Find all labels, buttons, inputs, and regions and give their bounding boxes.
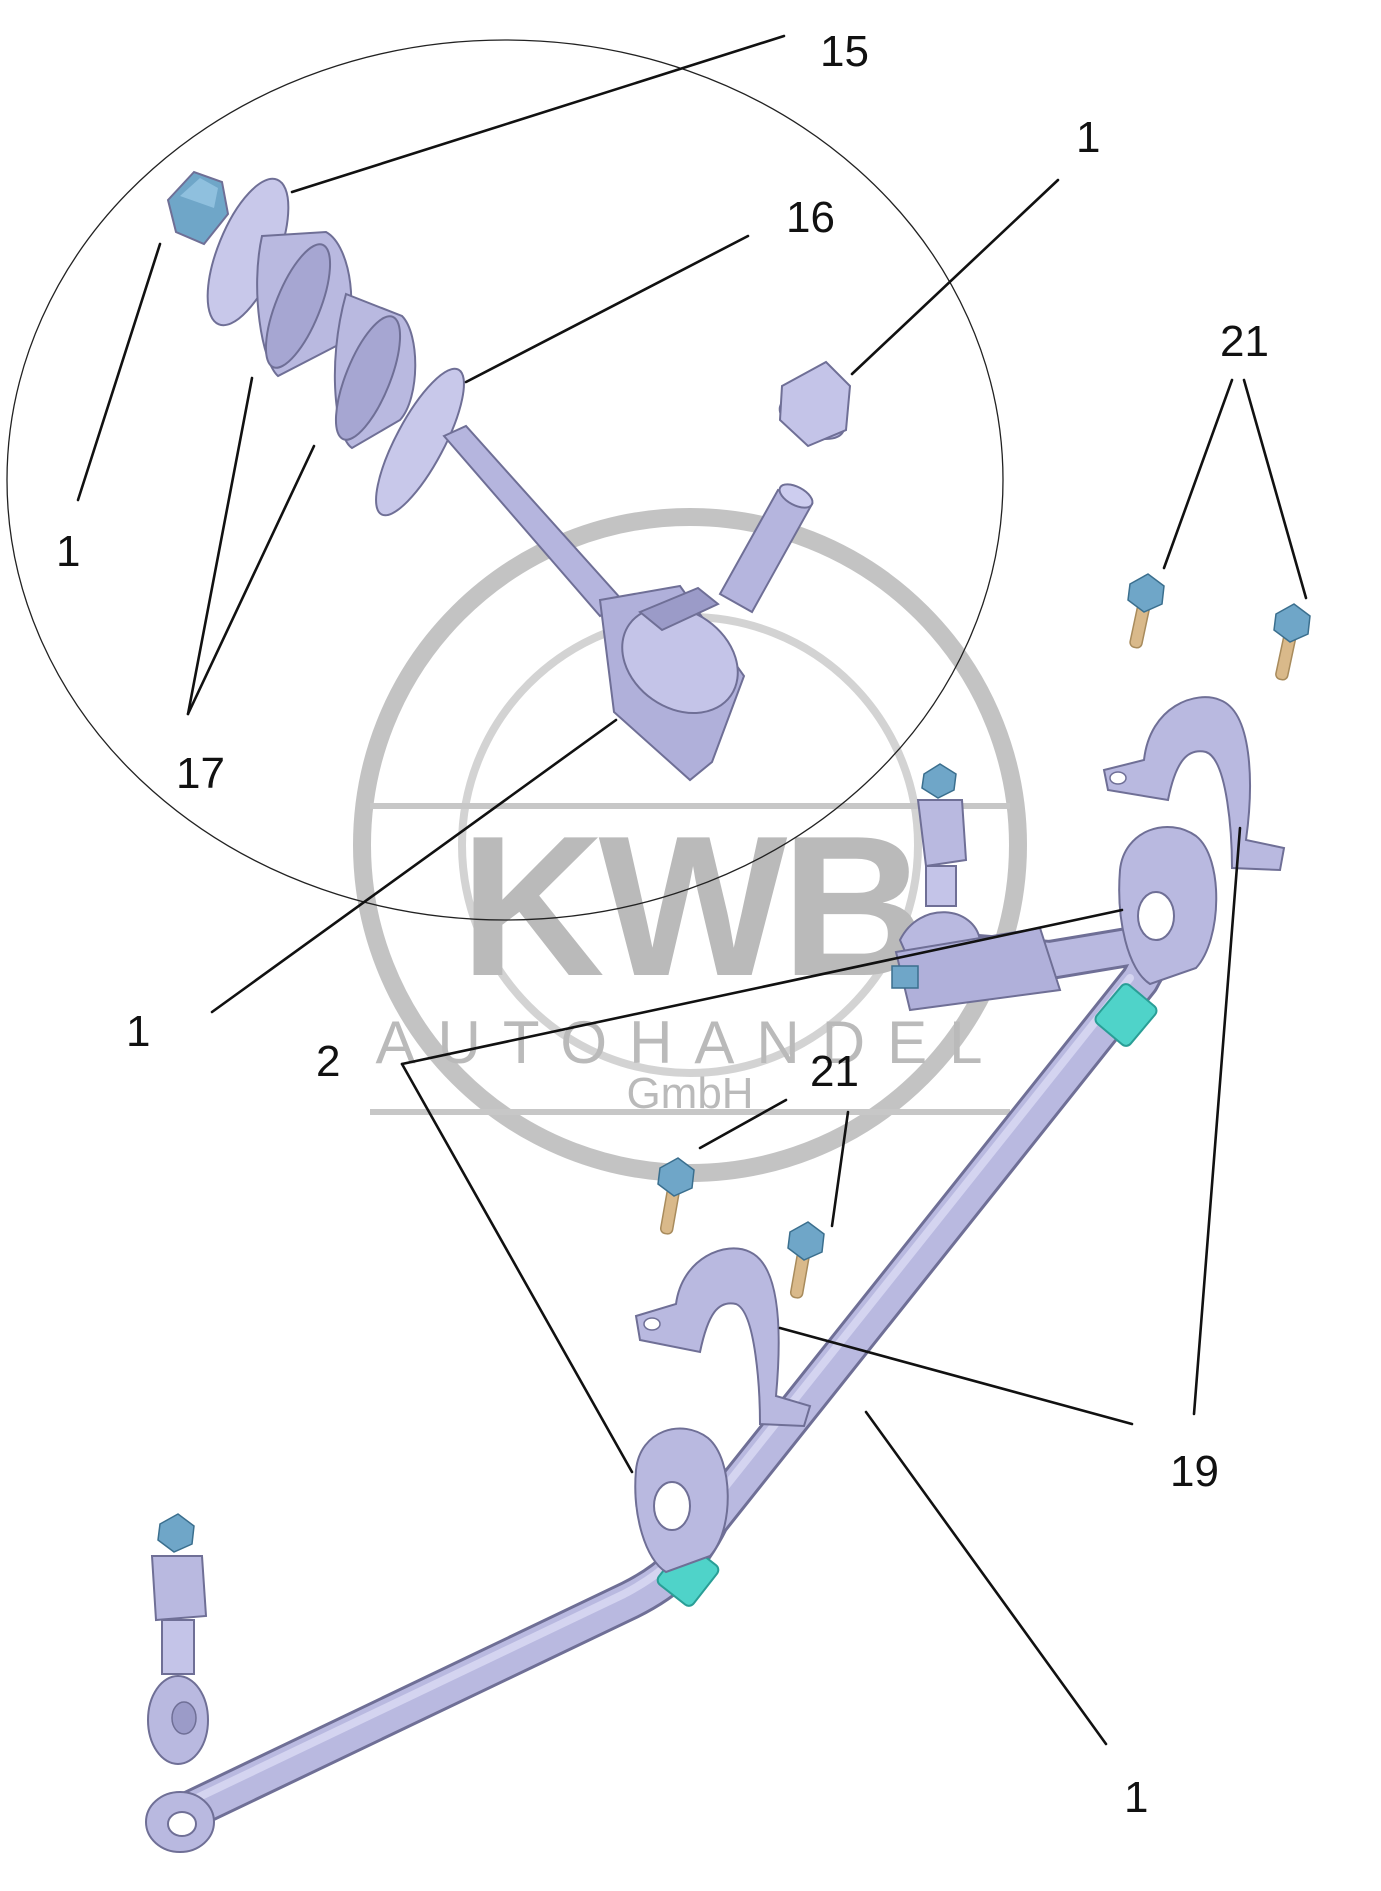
- callout-17: 17: [176, 749, 225, 798]
- callout-19: 19: [1170, 1447, 1219, 1496]
- bolt-pair-upper: [1127, 573, 1311, 681]
- callout-1-left: 1: [56, 527, 80, 576]
- bolt-icon: [657, 1157, 695, 1235]
- watermark-line1: AUTOHANDEL: [376, 1009, 1005, 1076]
- leader-2a: [400, 908, 1124, 1066]
- leader-21c: [698, 1098, 788, 1150]
- bracket-clamp-lower: [634, 1247, 812, 1428]
- callout-2: 2: [316, 1037, 340, 1086]
- leader-21d: [830, 1110, 850, 1228]
- bushing-upper-bar: [1118, 826, 1218, 986]
- bar-end-eye-icon: [145, 1791, 215, 1853]
- leader-17b: [186, 444, 316, 716]
- detail-end-link-assembly: [166, 170, 852, 782]
- leader-1-left: [76, 242, 162, 502]
- callout-21-mid: 21: [810, 1047, 859, 1096]
- ball-joint-icon: [598, 584, 746, 782]
- end-link-assembled-lower: [147, 1513, 209, 1765]
- leader-1-top-right: [850, 178, 1060, 376]
- bolt-pair-lower: [657, 1157, 825, 1299]
- leader-19a: [1192, 826, 1242, 1416]
- washer-icon: [375, 367, 465, 517]
- callout-21-top: 21: [1220, 317, 1269, 366]
- bolt-icon: [1273, 603, 1311, 681]
- leader-15: [290, 34, 786, 194]
- detail-view-circle: [6, 39, 1004, 921]
- leader-19b: [778, 1326, 1134, 1426]
- bar-ring-icon: [1094, 983, 1158, 1047]
- callout-1-top-right: 1: [1076, 113, 1100, 162]
- flange-nut-icon: [778, 360, 852, 448]
- nut-icon: [166, 170, 230, 246]
- leader-2b: [400, 1062, 634, 1474]
- bushing-upper-icon: [256, 230, 353, 378]
- callout-1-mid: 1: [126, 1007, 150, 1056]
- watermark-logo: KWB: [460, 795, 920, 1018]
- stud-shaft-icon: [442, 424, 624, 618]
- leader-1-mid: [210, 718, 618, 1014]
- bolt-icon: [1127, 573, 1165, 649]
- callout-1-bottom: 1: [1124, 1773, 1148, 1822]
- leader-lines: [76, 34, 1308, 1746]
- bushing-lower-bar: [634, 1427, 729, 1574]
- leader-21a: [1162, 378, 1234, 570]
- callout-labels: 15 1 16 1 17 21 1 2 21 19 1: [56, 27, 1269, 1822]
- leader-17a: [186, 376, 254, 716]
- bushing-lower-icon: [333, 292, 417, 450]
- upper-stud-icon: [718, 483, 814, 614]
- callout-16: 16: [786, 193, 835, 242]
- leader-1-bottom: [864, 1410, 1108, 1746]
- watermark-line2: GmbH: [626, 1069, 753, 1118]
- bracket-clamp-upper: [1102, 696, 1286, 872]
- leader-21b: [1242, 378, 1308, 600]
- bolt-icon: [787, 1221, 825, 1299]
- leader-16: [464, 234, 750, 384]
- callout-15: 15: [820, 27, 869, 76]
